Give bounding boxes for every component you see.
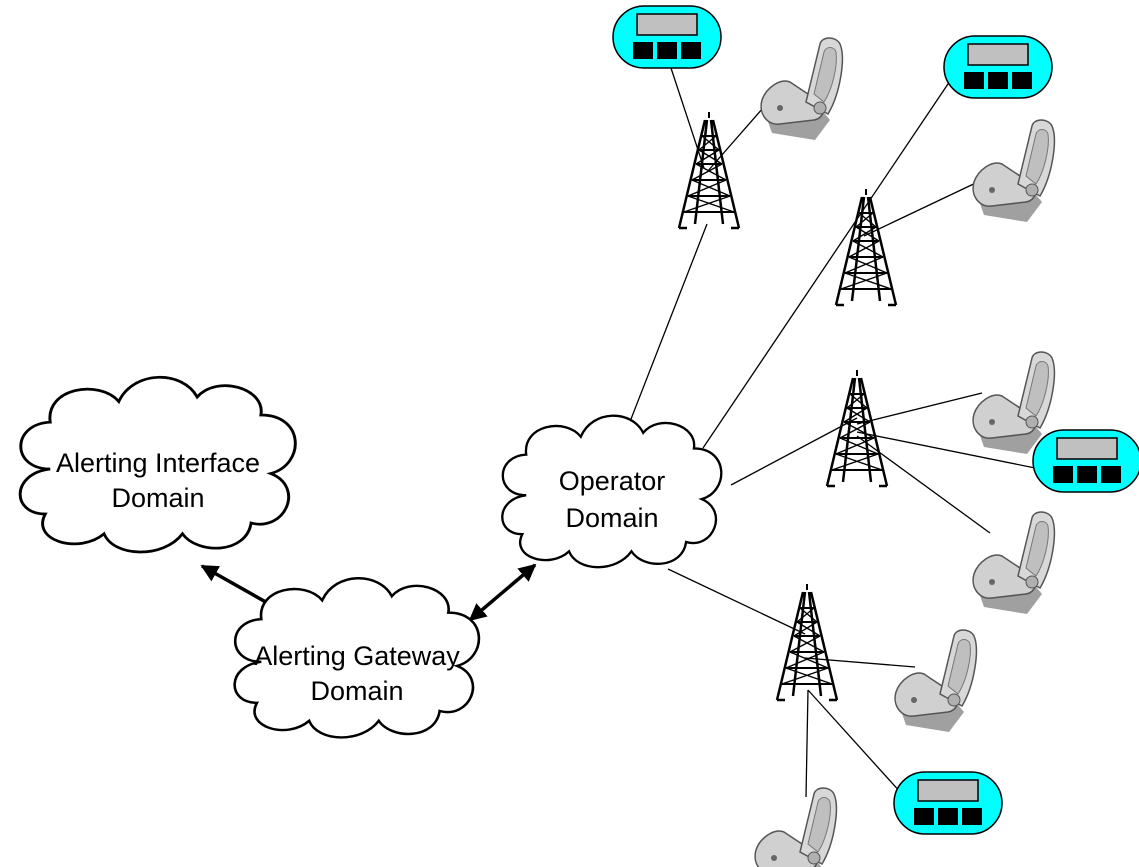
pager-icon <box>1032 429 1139 493</box>
radio-tower-icon <box>825 368 889 488</box>
alerting-gateway-domain-label-line2: Domain <box>310 676 403 706</box>
alerting-gateway-domain-label-line1: Alerting Gateway <box>254 641 460 671</box>
link-operator-to-tower-4 <box>667 568 806 635</box>
alerting-interface-domain-cloud: Alerting Interface Domain <box>18 375 297 554</box>
link-tower-3-to-phone-3 <box>856 392 983 425</box>
operator-domain-label-line1: Operator <box>559 466 666 496</box>
link-operator-to-pager-2 <box>702 77 953 449</box>
link-tower-1-to-pager-1 <box>668 61 705 169</box>
link-tower-2-to-phone-2 <box>863 179 983 237</box>
link-tower-3-to-pager-3 <box>856 431 1041 470</box>
mobile-phone-icon <box>760 37 844 141</box>
link-tower-3-to-phone-4 <box>856 435 991 534</box>
pager-icon <box>612 5 722 69</box>
operator-domain-cloud: Operator Domain <box>501 414 723 569</box>
link-tower-4-to-phone-6 <box>805 689 809 798</box>
radio-links <box>623 61 1041 798</box>
link-operator-to-tower-1 <box>623 223 708 438</box>
link-operator-to-tower-3 <box>730 417 858 486</box>
tower-3 <box>825 368 889 488</box>
pager-icon <box>943 35 1053 99</box>
mobile-phone-icon <box>754 787 838 867</box>
link-tower-1-to-phone-1 <box>706 99 771 173</box>
link-tower-4-to-phone-5 <box>804 657 916 668</box>
pager-icon <box>893 771 1003 835</box>
alerting-interface-domain-label-line1: Alerting Interface <box>56 448 260 478</box>
tower-4 <box>775 582 839 702</box>
alerting-gateway-domain-cloud: Alerting Gateway Domain <box>233 576 481 739</box>
arrow-gateway-operator <box>468 563 537 622</box>
mobile-phone-icon <box>894 629 978 733</box>
mobile-phone-icon <box>972 119 1056 223</box>
mobile-phone-icon <box>972 511 1056 615</box>
alerting-interface-domain-label-line2: Domain <box>111 483 204 513</box>
radio-tower-icon <box>775 582 839 702</box>
operator-domain-label-line2: Domain <box>565 503 658 533</box>
link-tower-4-to-pager-4 <box>807 689 903 795</box>
